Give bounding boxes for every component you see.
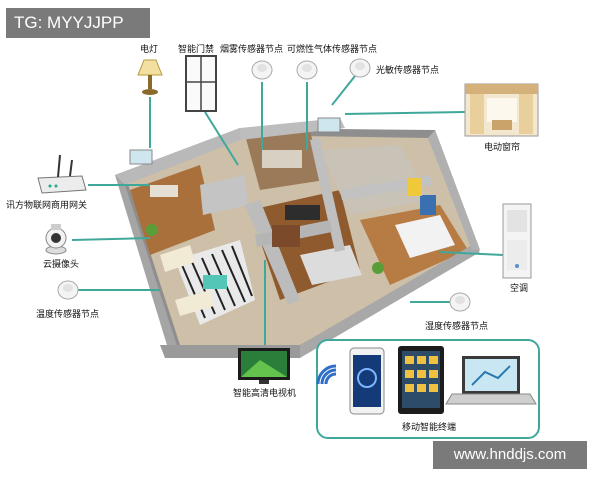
door-icon xyxy=(185,55,217,112)
label-gas-sensor: 可燃性气体传感器节点 xyxy=(287,45,378,55)
label-door-access: 智能门禁 xyxy=(178,45,215,55)
label-humidity-sensor: 湿度传感器节点 xyxy=(425,322,489,332)
connector-lines xyxy=(71,75,504,345)
air-conditioner-icon xyxy=(502,203,532,279)
curtain-photo xyxy=(464,83,539,137)
watermark-tag: TG: MYYJJPP xyxy=(6,8,150,38)
temp-sensor-icon xyxy=(57,280,79,300)
label-light: 电灯 xyxy=(140,45,159,55)
label-camera: 云摄像头 xyxy=(43,260,80,270)
label-light-sensor: 光敏传感器节点 xyxy=(376,66,440,76)
label-tv: 智能高清电视机 xyxy=(233,389,297,399)
lamp-icon xyxy=(137,59,163,95)
label-temp-sensor: 温度传感器节点 xyxy=(36,310,100,320)
label-smoke-sensor: 烟雾传感器节点 xyxy=(220,45,284,55)
label-mobile-terminal: 移动智能终端 xyxy=(402,423,457,433)
camera-icon xyxy=(45,224,67,255)
humidity-sensor-icon xyxy=(449,292,471,312)
label-gateway: 讯方物联网商用网关 xyxy=(6,201,88,211)
gas-sensor-icon xyxy=(296,60,318,80)
house-floorplan xyxy=(115,117,480,358)
light-sensor-icon xyxy=(349,58,371,78)
label-air-conditioner: 空调 xyxy=(510,284,529,294)
label-curtain: 电动窗帘 xyxy=(484,143,521,153)
router-icon xyxy=(37,154,87,194)
tv-icon xyxy=(238,348,290,384)
watermark-site: www.hnddjs.com xyxy=(433,441,587,469)
smoke-sensor-icon xyxy=(251,60,273,80)
